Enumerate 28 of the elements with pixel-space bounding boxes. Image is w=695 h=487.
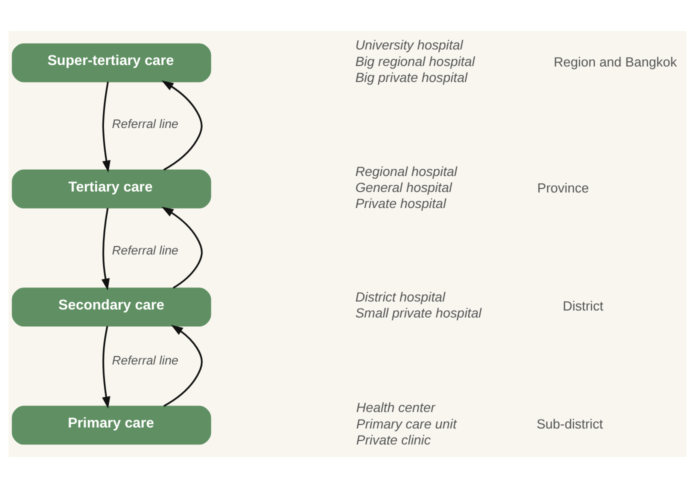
label: Region and Bangkok	[554, 54, 677, 69]
arrow	[163, 324, 203, 406]
arrow	[162, 80, 202, 170]
label: Province	[537, 180, 589, 195]
label: District	[562, 298, 604, 314]
arrow	[102, 326, 110, 408]
node-box: Tertiary care	[12, 169, 212, 208]
edge-label: Referral line	[112, 352, 178, 367]
node-box: Primary care	[12, 405, 212, 444]
node-label: General hospital	[355, 180, 452, 195]
label: Sub-district	[536, 416, 603, 432]
arrow	[101, 207, 110, 290]
node-label: Primary care unit	[356, 416, 457, 431]
node-label: Big private hospital	[355, 69, 468, 84]
node-box: Super-tertiary care	[12, 42, 212, 82]
arrow	[102, 81, 111, 172]
node-label: Big regional hospital	[355, 53, 475, 68]
node-label: Health center	[356, 400, 436, 415]
node-label: District hospital	[355, 289, 446, 304]
node-label: Private hospital	[355, 196, 446, 211]
arrow	[162, 206, 203, 288]
node-box: Secondary care	[12, 287, 212, 326]
edge-label: Referral line	[112, 242, 178, 257]
node-label: Private clinic	[356, 432, 431, 447]
node-label: Regional hospital	[355, 163, 458, 178]
edge-label: Referral line	[112, 116, 178, 131]
node-label: University hospital	[355, 37, 463, 52]
node-label: Small private hospital	[355, 305, 482, 320]
